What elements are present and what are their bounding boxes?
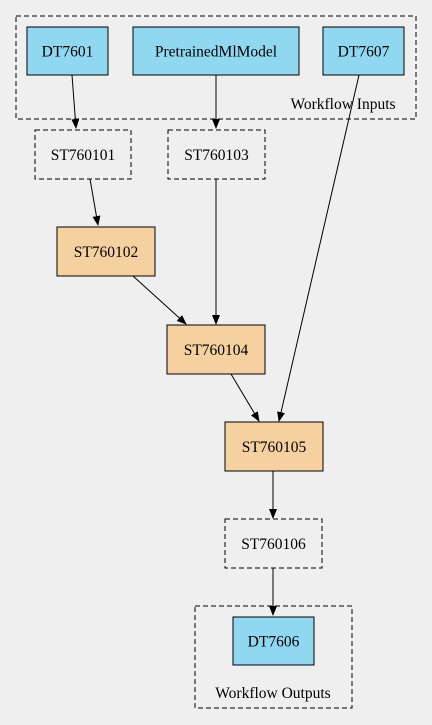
- node-label-dt7606: DT7606: [248, 634, 300, 651]
- node-st760101[interactable]: ST760101: [34, 129, 132, 180]
- node-label-st760105: ST760105: [242, 439, 307, 456]
- node-label-st760106: ST760106: [241, 536, 306, 553]
- edge-st760101-st760102: [89, 178, 101, 226]
- edge-dt7601-st760101: [71, 74, 80, 129]
- cluster-workflow-inputs: Workflow Inputs: [15, 15, 417, 120]
- node-pretrained-ml-model[interactable]: PretrainedMlModel: [132, 26, 300, 76]
- node-st760103[interactable]: ST760103: [167, 129, 266, 180]
- node-st760104[interactable]: ST760104: [166, 324, 266, 375]
- node-label-dt7607: DT7607: [338, 44, 390, 61]
- edge-st760102-st760104: [132, 275, 187, 325]
- node-dt7601[interactable]: DT7601: [26, 26, 109, 76]
- node-st760105[interactable]: ST760105: [224, 421, 324, 472]
- node-st760106[interactable]: ST760106: [224, 518, 323, 569]
- cluster-workflow-outputs: Workflow Outputs: [194, 605, 353, 709]
- edge-dt7607-st760105: [277, 74, 360, 422]
- node-label-dt7601: DT7601: [42, 44, 94, 61]
- edge-st760104-st760105: [230, 373, 260, 422]
- node-dt7606[interactable]: DT7606: [232, 616, 315, 666]
- node-dt7607[interactable]: DT7607: [322, 26, 405, 76]
- node-label-st760101: ST760101: [51, 147, 116, 164]
- node-label-pretrained-ml-model: PretrainedMlModel: [155, 44, 277, 61]
- node-label-st760104: ST760104: [184, 342, 249, 359]
- node-label-st760102: ST760102: [74, 244, 139, 261]
- edges-layer: [71, 74, 360, 616]
- node-label-st760103: ST760103: [184, 147, 249, 164]
- node-st760102[interactable]: ST760102: [56, 226, 156, 277]
- cluster-label-workflow-outputs: Workflow Outputs: [215, 685, 330, 702]
- cluster-label-workflow-inputs: Workflow Inputs: [290, 96, 395, 113]
